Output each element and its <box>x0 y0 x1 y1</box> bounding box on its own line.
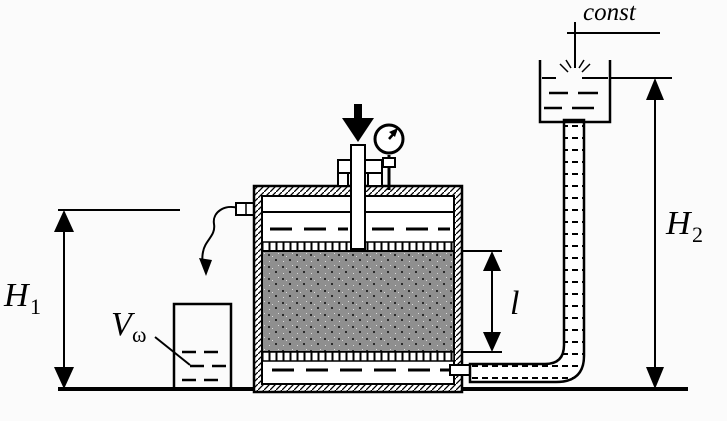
measuring-cylinder <box>172 302 233 389</box>
soil-sample <box>261 250 455 353</box>
h2-dimension <box>610 77 672 389</box>
connecting-pipe <box>449 118 586 384</box>
v-omega-leader <box>154 336 191 366</box>
h1-dimension <box>54 209 180 389</box>
pressure-gauge-icon <box>373 123 405 190</box>
h2-label-sub: 2 <box>692 222 703 247</box>
const-label: const <box>583 0 637 26</box>
piston-rod <box>337 144 383 250</box>
inflow-stream <box>559 22 660 73</box>
l-label: l <box>510 285 519 322</box>
h2-label-main: H <box>665 205 693 242</box>
v-omega-label-sub: ω <box>132 322 146 347</box>
filtration-vessel <box>252 184 464 394</box>
load-arrow <box>342 104 374 142</box>
constant-level-reservoir <box>538 60 612 124</box>
outflow-stream <box>199 206 239 276</box>
h1-label-sub: 1 <box>30 294 41 319</box>
l-dimension <box>462 250 502 353</box>
h1-label-main: H <box>3 277 31 314</box>
